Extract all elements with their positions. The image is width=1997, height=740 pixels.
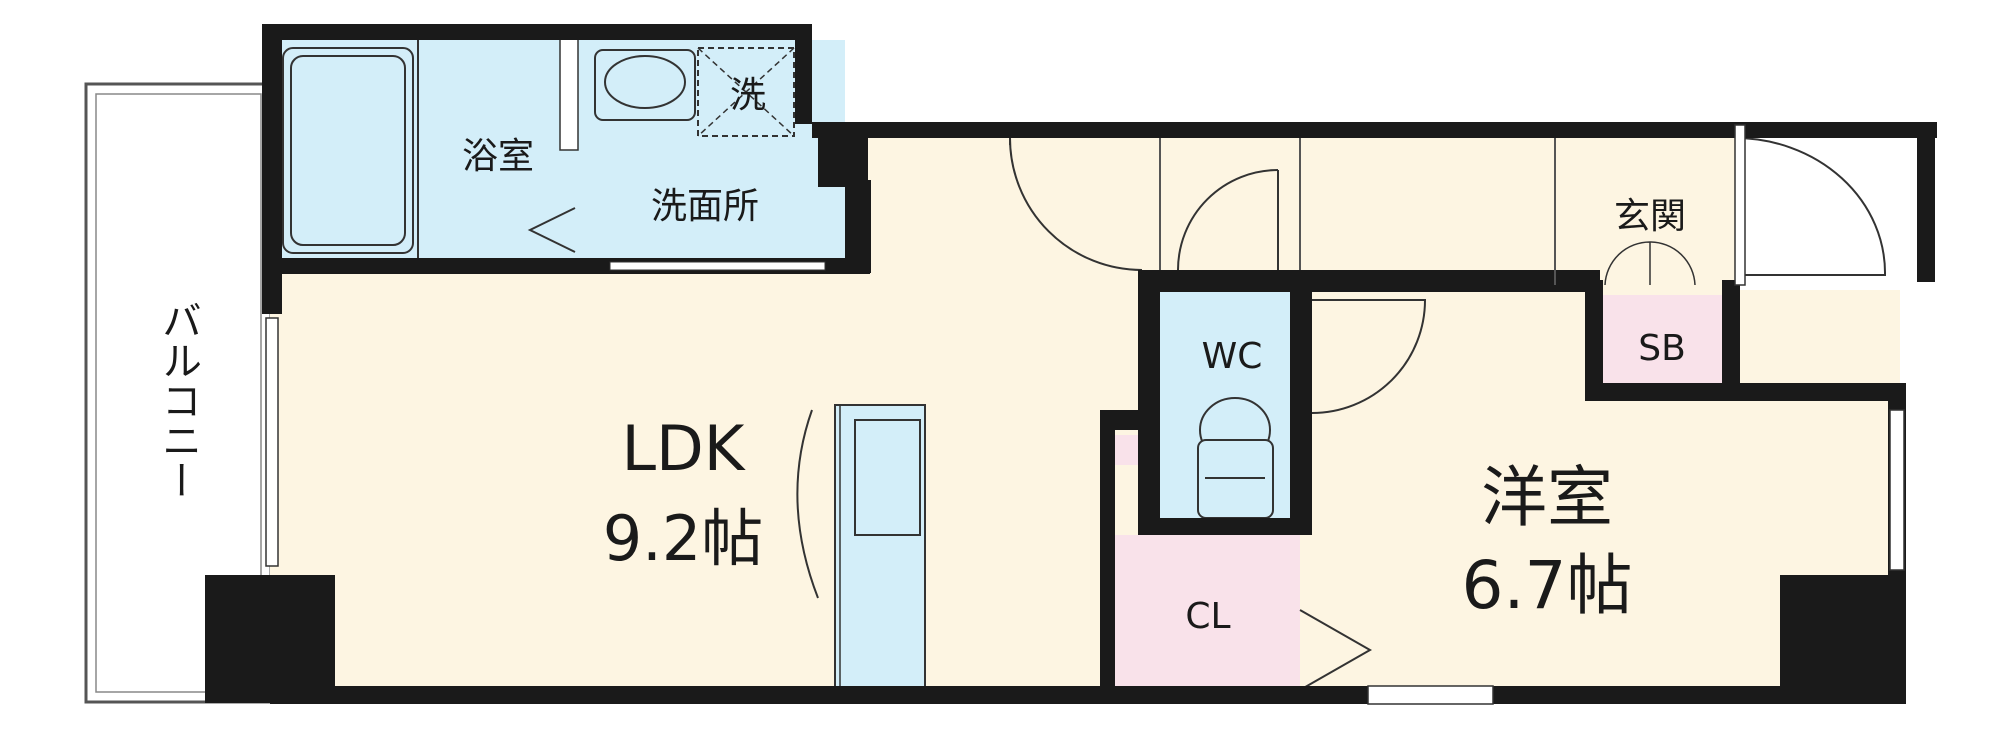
cl-floor — [1115, 535, 1300, 690]
right-window — [1889, 409, 1905, 571]
sb-door — [1604, 241, 1696, 286]
washbasin — [594, 49, 696, 121]
western-door — [1311, 299, 1427, 414]
ldk-door — [1009, 137, 1143, 271]
bathtub-inner — [290, 55, 406, 246]
sb-label: SB — [1638, 328, 1686, 369]
cl-label: CL — [1185, 596, 1230, 637]
bathtub — [282, 47, 414, 254]
cl-door — [1299, 609, 1373, 691]
wc-label: WC — [1202, 336, 1263, 377]
bath-label: 浴室 — [462, 136, 534, 177]
sb-floor — [1600, 295, 1725, 383]
ldk-label: LDK — [622, 412, 746, 485]
sink — [854, 419, 921, 536]
wc-door — [1177, 169, 1279, 271]
ldk-size-label: 9.2帖 — [603, 502, 764, 575]
western-size-label: 6.7帖 — [1462, 547, 1633, 624]
entrance-door — [1734, 137, 1887, 276]
entrance-label: 玄関 — [1614, 196, 1686, 237]
entrance-opening — [1734, 124, 1746, 286]
washroom-opening — [609, 261, 826, 271]
kitchen-counter — [834, 404, 926, 691]
bath-door — [527, 207, 576, 253]
balcony-inner-line — [95, 93, 262, 693]
washroom-label: 洗面所 — [651, 186, 759, 227]
balcony-window — [265, 317, 279, 567]
hall-floor — [1140, 130, 1740, 290]
washer-label: 洗 — [730, 75, 766, 116]
balcony-label: バルコニー — [155, 300, 201, 500]
washbasin-bowl — [604, 55, 686, 109]
washer-space — [697, 47, 795, 137]
walls — [205, 24, 1937, 704]
bottom-window — [1367, 685, 1494, 705]
western-label: 洋室 — [1481, 459, 1613, 536]
kitchen-door-arc — [796, 409, 819, 599]
